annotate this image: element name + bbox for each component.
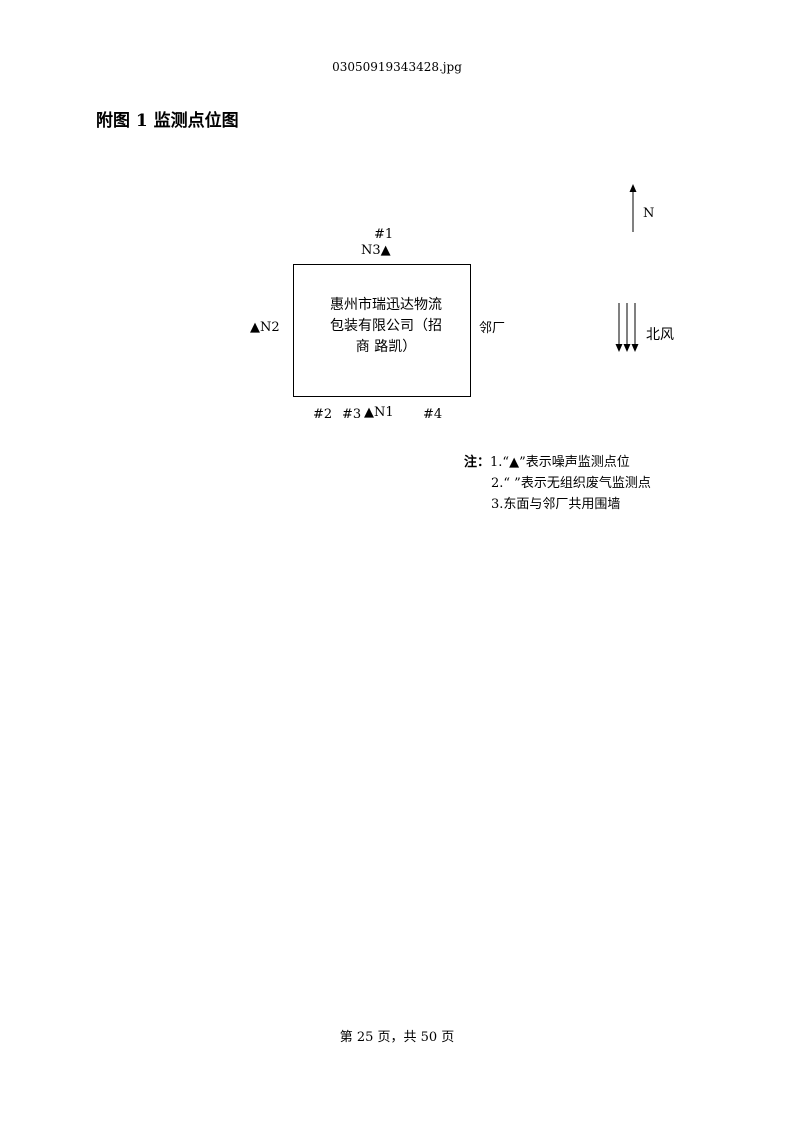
note-item-3: 3.东面与邻厂共用围墙 [491, 497, 621, 512]
noise-point-n2: ▲N2 [250, 320, 280, 335]
noise-point-n3: N3▲ [361, 243, 391, 258]
north-label: N [643, 206, 655, 221]
file-name: 03050919343428.jpg [332, 60, 462, 74]
note-item-2: 2.“ ”表示无组织废气监测点 [491, 476, 651, 491]
note-item-1: 1.“▲”表示噪声监测点位 [490, 455, 630, 470]
sample-point-1: #1 [374, 227, 394, 242]
neighbor-factory-label: 邻厂 [479, 321, 506, 336]
wind-arrows-icon [615, 303, 639, 352]
company-name: 惠州市瑞迅达物流包装有限公司（招商 路凯） [330, 297, 442, 355]
sample-point-4: #4 [423, 407, 443, 422]
wind-label: 北风 [646, 327, 674, 343]
figure-title: 附图 1 监测点位图 [96, 111, 239, 131]
north-arrow-icon [629, 184, 637, 232]
page-footer: 第 25 页，共 50 页 [339, 1030, 455, 1045]
sample-point-2: #2 [313, 407, 333, 422]
factory-boundary [293, 264, 471, 397]
notes-head: 注： [464, 455, 491, 470]
legend-notes: 注：1.“▲”表示噪声监测点位 2.“ ”表示无组织废气监测点 3.东面与邻厂共… [464, 452, 651, 515]
noise-point-n1: ▲N1 [364, 405, 394, 420]
sample-point-3: #3 [342, 407, 362, 422]
